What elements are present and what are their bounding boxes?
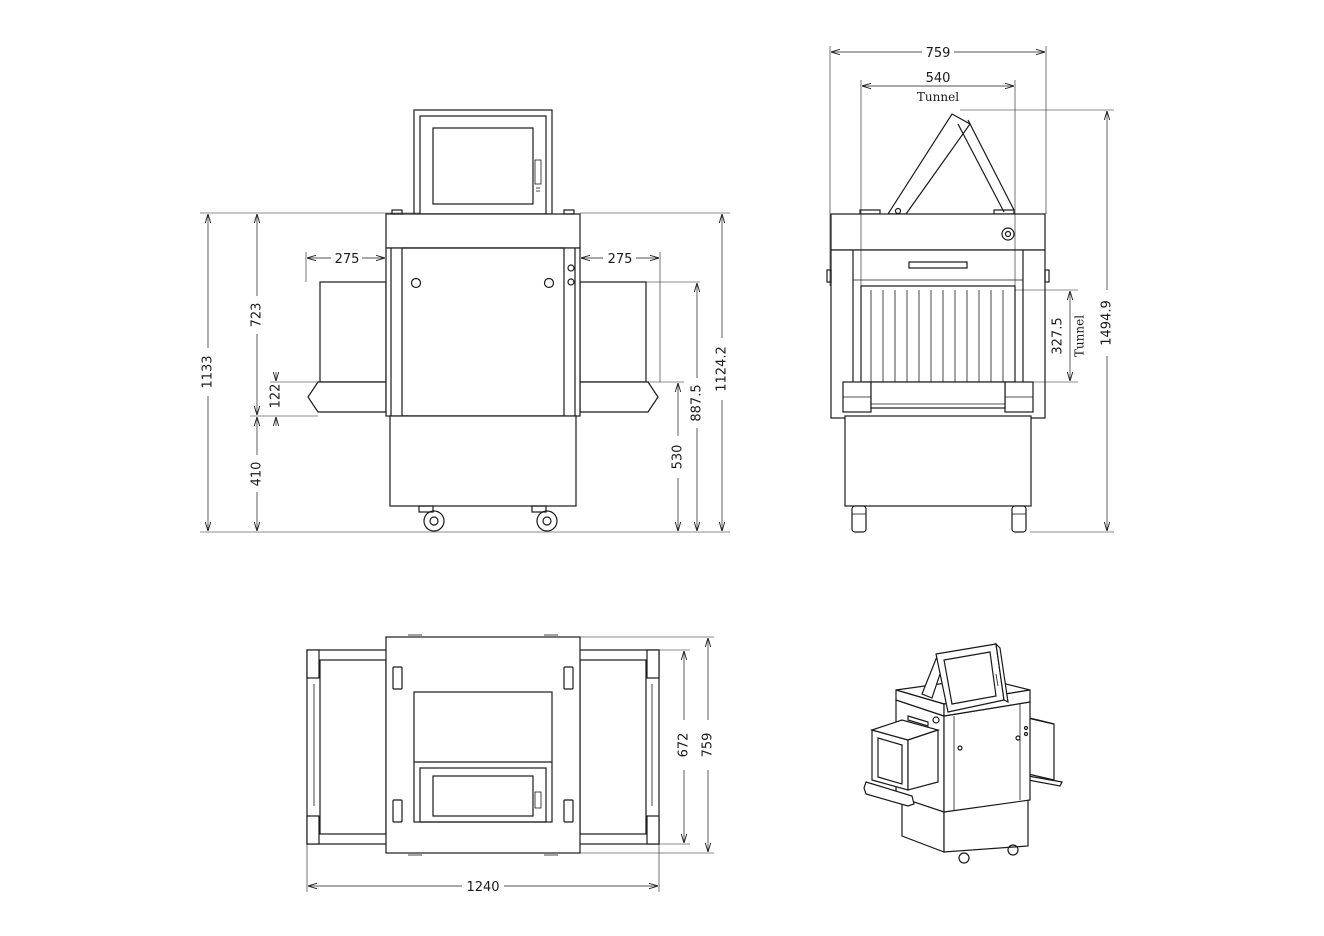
knob-center	[1004, 230, 1012, 238]
door-lock-icon	[1015, 735, 1021, 741]
door-lock-icon	[957, 745, 963, 751]
dim-base-height: 410	[250, 462, 265, 487]
side-handle	[1044, 269, 1050, 283]
front-view: 275 275 1133 723 122 410 530 887.5 1124.…	[200, 109, 730, 533]
dim-width-right: 275	[608, 252, 633, 267]
cabinet-front-face	[943, 701, 1031, 813]
right-conveyor-shroud	[579, 281, 647, 383]
tunnel-height-label: Tunnel	[1073, 315, 1087, 357]
dim-overall-height: 1494.9	[1100, 300, 1115, 346]
side-view: 759 540 Tunnel 327.5 Tunnel 1494.9	[826, 46, 1115, 533]
label-slot	[907, 715, 929, 727]
caster-wheel	[423, 510, 445, 532]
dim-upper-height: 723	[250, 303, 265, 328]
monitor-button-strip	[534, 791, 542, 809]
monitor-screen	[943, 651, 997, 705]
top-view: 672 759 1240	[306, 634, 716, 895]
power-button-icon	[1023, 731, 1029, 737]
cabinet-body	[385, 247, 581, 417]
tunnel-width-label: Tunnel	[917, 90, 959, 104]
dim-belt-height: 530	[671, 445, 686, 470]
cabinet-top	[385, 636, 581, 854]
monitor-button-strip	[534, 159, 542, 185]
dim-tunnel-height: 327.5	[1051, 317, 1066, 354]
isometric-view	[863, 642, 1063, 864]
caster-wheel	[1007, 844, 1019, 856]
monitor-screen-top	[419, 767, 547, 823]
conveyor-end-cap	[306, 649, 320, 679]
monitor-screen	[432, 127, 534, 205]
caster-wheel	[536, 510, 558, 532]
dim-overall-length: 1240	[466, 880, 499, 895]
dim-overall-width: 759	[926, 46, 951, 61]
left-conveyor-belt	[307, 381, 387, 413]
dim-total-height: 1133	[201, 355, 216, 388]
door-lock-icon	[410, 277, 422, 289]
top-foot	[391, 209, 403, 215]
tunnel-opening	[877, 737, 903, 785]
caster-mount	[418, 505, 434, 513]
key-switch-icon	[567, 264, 575, 272]
dim-outer-depth: 759	[701, 733, 716, 758]
knob-icon	[932, 716, 940, 724]
top-cover	[830, 213, 1046, 251]
left-conveyor-top	[306, 649, 388, 845]
left-conveyor-shroud	[319, 281, 387, 383]
top-foot	[563, 209, 575, 215]
conveyor-end-cap	[306, 815, 320, 845]
tunnel-opening	[860, 285, 1016, 383]
dim-conveyor-height: 887.5	[690, 384, 705, 421]
monitor-support	[957, 123, 1005, 213]
caster-hub	[542, 516, 552, 526]
slot	[392, 799, 403, 823]
dim-width-left: 275	[335, 252, 360, 267]
dim-tunnel-width: 540	[926, 71, 951, 86]
right-conveyor-top	[578, 649, 660, 845]
caster-wheel	[1011, 505, 1027, 533]
slot	[392, 666, 403, 690]
monitor-housing	[413, 109, 553, 215]
conveyor-end-cap	[646, 649, 660, 679]
side-handle	[826, 269, 832, 283]
dim-inner-depth: 672	[677, 733, 692, 758]
top-foot	[859, 209, 881, 215]
slot	[563, 799, 574, 823]
caster-wheel	[851, 505, 867, 533]
dim-cabinet-height: 1124.2	[715, 346, 730, 392]
left-belt	[863, 781, 915, 807]
label-slot	[908, 261, 968, 269]
knob-icon	[1001, 227, 1015, 241]
top-cover	[385, 213, 581, 249]
caster-hub	[429, 516, 439, 526]
conveyor-end-cap	[646, 815, 660, 845]
monitor-support	[967, 119, 1015, 211]
power-button-icon	[567, 278, 575, 286]
dim-belt-gap: 122	[269, 384, 284, 409]
base-cabinet	[844, 415, 1032, 507]
monitor-display	[432, 775, 534, 817]
monitor-side-profile	[886, 113, 971, 215]
door-lock-icon	[543, 277, 555, 289]
key-switch-icon	[1023, 725, 1029, 731]
lead-curtains	[870, 290, 1004, 382]
slot	[563, 666, 574, 690]
caster-mount	[531, 505, 547, 513]
base-cabinet	[389, 415, 577, 507]
right-conveyor-belt	[579, 381, 659, 413]
caster-wheel	[958, 852, 970, 864]
